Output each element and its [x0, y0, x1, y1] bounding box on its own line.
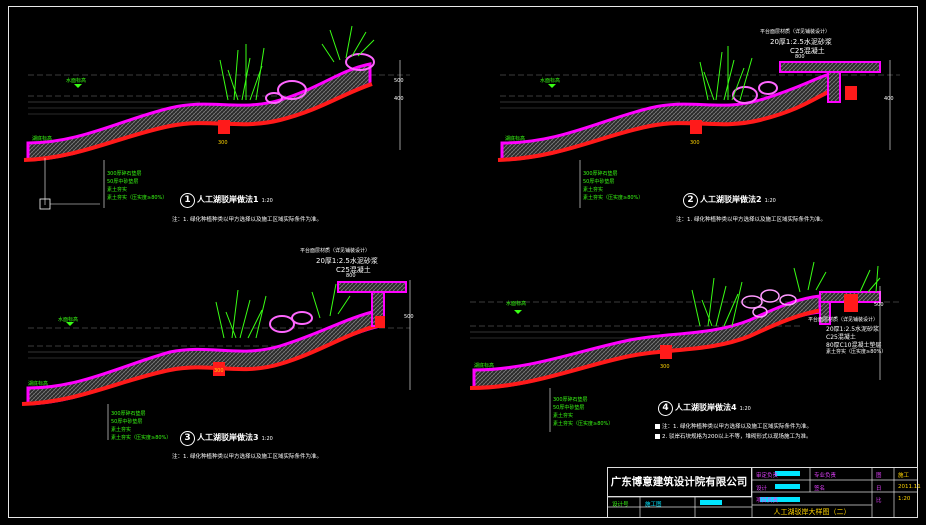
detail-1-dim-300: 300	[218, 140, 228, 146]
detail-4-top-layer-4: 80厚C10混凝土垫层	[826, 342, 882, 349]
detail-2-name: 人工湖驳岸做法2	[700, 195, 762, 204]
detail-3-water-level: 水面标高	[58, 317, 79, 323]
detail-2-scale: 1:20	[764, 198, 776, 204]
tb-design-code-label: 设计号	[612, 502, 629, 508]
detail-1-layer-4: 素土夯实（压实度≥80%）	[107, 195, 168, 201]
tb-approver-label: 审定负责	[756, 473, 779, 479]
drawing-title: 人工湖驳岸大样图（二）	[773, 507, 851, 516]
detail-2-top-layer-1: 平台面层材质（详见铺装设计）	[760, 29, 831, 35]
drawing-border	[8, 6, 918, 518]
detail-4-note-1: 注：1. 绿化种植种类以甲方选择以及施工区域实际条件为准。	[655, 422, 812, 430]
detail-1-number: 1	[180, 193, 195, 208]
detail-3-top-layer-3: C25混凝土	[336, 266, 371, 274]
tb-r1-value: 施工	[898, 473, 910, 479]
detail-1-layer-2: 50厚中砂垫层	[107, 179, 139, 185]
detail-4-number: 4	[658, 401, 673, 416]
detail-1-scale: 1:20	[261, 198, 273, 204]
detail-2-layer-4: 素土夯实（压实度≥80%）	[583, 195, 644, 201]
detail-4-note-1-text: 注：1. 绿化种植种类以甲方选择以及施工区域实际条件为准。	[662, 424, 812, 430]
detail-1-name: 人工湖驳岸做法1	[197, 195, 259, 204]
detail-2-note: 注：1. 绿化种植种类以甲方选择以及施工区域实际条件为准。	[676, 217, 826, 223]
detail-3-bottom-level: 湖底标高	[28, 381, 49, 387]
title-block	[607, 467, 918, 518]
detail-1-water-level: 水面标高	[66, 78, 87, 84]
detail-2-layer-3: 素土夯实	[583, 187, 604, 193]
detail-4-bottom-level: 湖底标高	[474, 363, 495, 369]
detail-2-layer-2: 50厚中砂垫层	[583, 179, 615, 185]
detail-2-section	[497, 46, 900, 208]
tb-r1-label: 图	[876, 473, 882, 479]
tb-r3-label: 比	[876, 498, 882, 504]
detail-3-top-layer-4: 800	[346, 273, 356, 279]
detail-3-layer-4: 素土夯实（压实度≥80%）	[111, 435, 172, 441]
detail-4-layer-4: 素土夯实（压实度≥80%）	[553, 421, 614, 427]
detail-2-top-layer-3: C25混凝土	[790, 47, 825, 55]
detail-1-section	[23, 25, 410, 210]
detail-3-dim-300: 300	[214, 368, 224, 374]
detail-4-dim-300: 300	[660, 364, 670, 370]
detail-3-top-layer-2: 20厚1:2.5水泥砂浆	[316, 257, 378, 265]
detail-4-top-layer-2: 20厚1:2.5水泥砂浆	[826, 326, 880, 333]
detail-2-water-level: 水面标高	[540, 78, 561, 84]
note-bullet-icon	[655, 424, 660, 429]
tb-r3-value: 1:20	[898, 496, 911, 502]
tb-r2-label: 日	[876, 486, 882, 492]
detail-3-section	[21, 280, 411, 440]
tb-stage: 施工图	[645, 502, 662, 508]
detail-3-note: 注：1. 绿化种植种类以甲方选择以及施工区域实际条件为准。	[172, 454, 322, 460]
tb-lead-label: 专业负责	[814, 473, 837, 479]
detail-2-top-layer-2: 20厚1:2.5水泥砂浆	[770, 38, 832, 46]
detail-1-layer-3: 素土夯实	[107, 187, 128, 193]
detail-2-dim-400: 400	[884, 96, 894, 102]
tb-project-lead-label: 项目负责	[756, 498, 779, 504]
detail-3-dim-500: 500	[404, 314, 414, 320]
detail-4-note-2-text: 2. 驳岸石块规格为200以上不等，堆砌形式以现场施工为准。	[662, 434, 812, 440]
detail-4-top-layer-1: 平台面层材质（详见铺装设计）	[808, 317, 879, 323]
note-bullet-icon	[655, 434, 660, 439]
detail-4-dim-500: 500	[874, 302, 884, 308]
detail-3-layer-3: 素土夯实	[111, 427, 132, 433]
detail-3-top-layer-1: 平台面层材质（详见铺装设计）	[300, 248, 371, 254]
detail-2-bottom-level: 湖底标高	[505, 136, 526, 142]
detail-3-number: 3	[180, 431, 195, 446]
detail-2-number: 2	[683, 193, 698, 208]
tb-designer-label: 设计	[756, 486, 768, 492]
title-block-grid	[607, 467, 918, 518]
detail-4-layer-3: 素土夯实	[553, 413, 574, 419]
detail-2-top-layer-4: 800	[795, 54, 805, 60]
tb-sign-label: 签名	[814, 486, 826, 492]
detail-4-section	[469, 261, 900, 432]
detail-4-top-layer-3: C25混凝土	[826, 334, 856, 341]
detail-4-layer-1: 300厚碎石垫层	[553, 397, 588, 403]
detail-3-scale: 1:20	[261, 436, 273, 442]
detail-2-layer-1: 300厚碎石垫层	[583, 171, 618, 177]
detail-4-note-2: 2. 驳岸石块规格为200以上不等，堆砌形式以现场施工为准。	[655, 432, 812, 440]
company-name: 广东博意建筑设计院有限公司	[607, 467, 752, 497]
detail-1-dim-500: 500	[394, 78, 404, 84]
detail-3-name: 人工湖驳岸做法3	[197, 433, 259, 442]
detail-2-dim-300: 300	[690, 140, 700, 146]
detail-1-note: 注：1. 绿化种植种类以甲方选择以及施工区域实际条件为准。	[172, 217, 322, 223]
detail-3-layer-2: 50厚中砂垫层	[111, 419, 143, 425]
detail-1-bottom-level: 湖底标高	[32, 136, 53, 142]
tb-r2-value: 2011.11	[898, 484, 921, 490]
detail-4-water-level: 水面标高	[506, 301, 527, 307]
detail-4-scale: 1:20	[739, 406, 751, 412]
detail-3-layer-1: 300厚碎石垫层	[111, 411, 146, 417]
detail-1-dim-400: 400	[394, 96, 404, 102]
detail-4-top-layer-5: 素土夯实（压实度≥80%）	[826, 349, 887, 355]
detail-4-layer-2: 50厚中砂垫层	[553, 405, 585, 411]
detail-1-layer-1: 300厚碎石垫层	[107, 171, 142, 177]
detail-4-name: 人工湖驳岸做法4	[675, 403, 737, 412]
